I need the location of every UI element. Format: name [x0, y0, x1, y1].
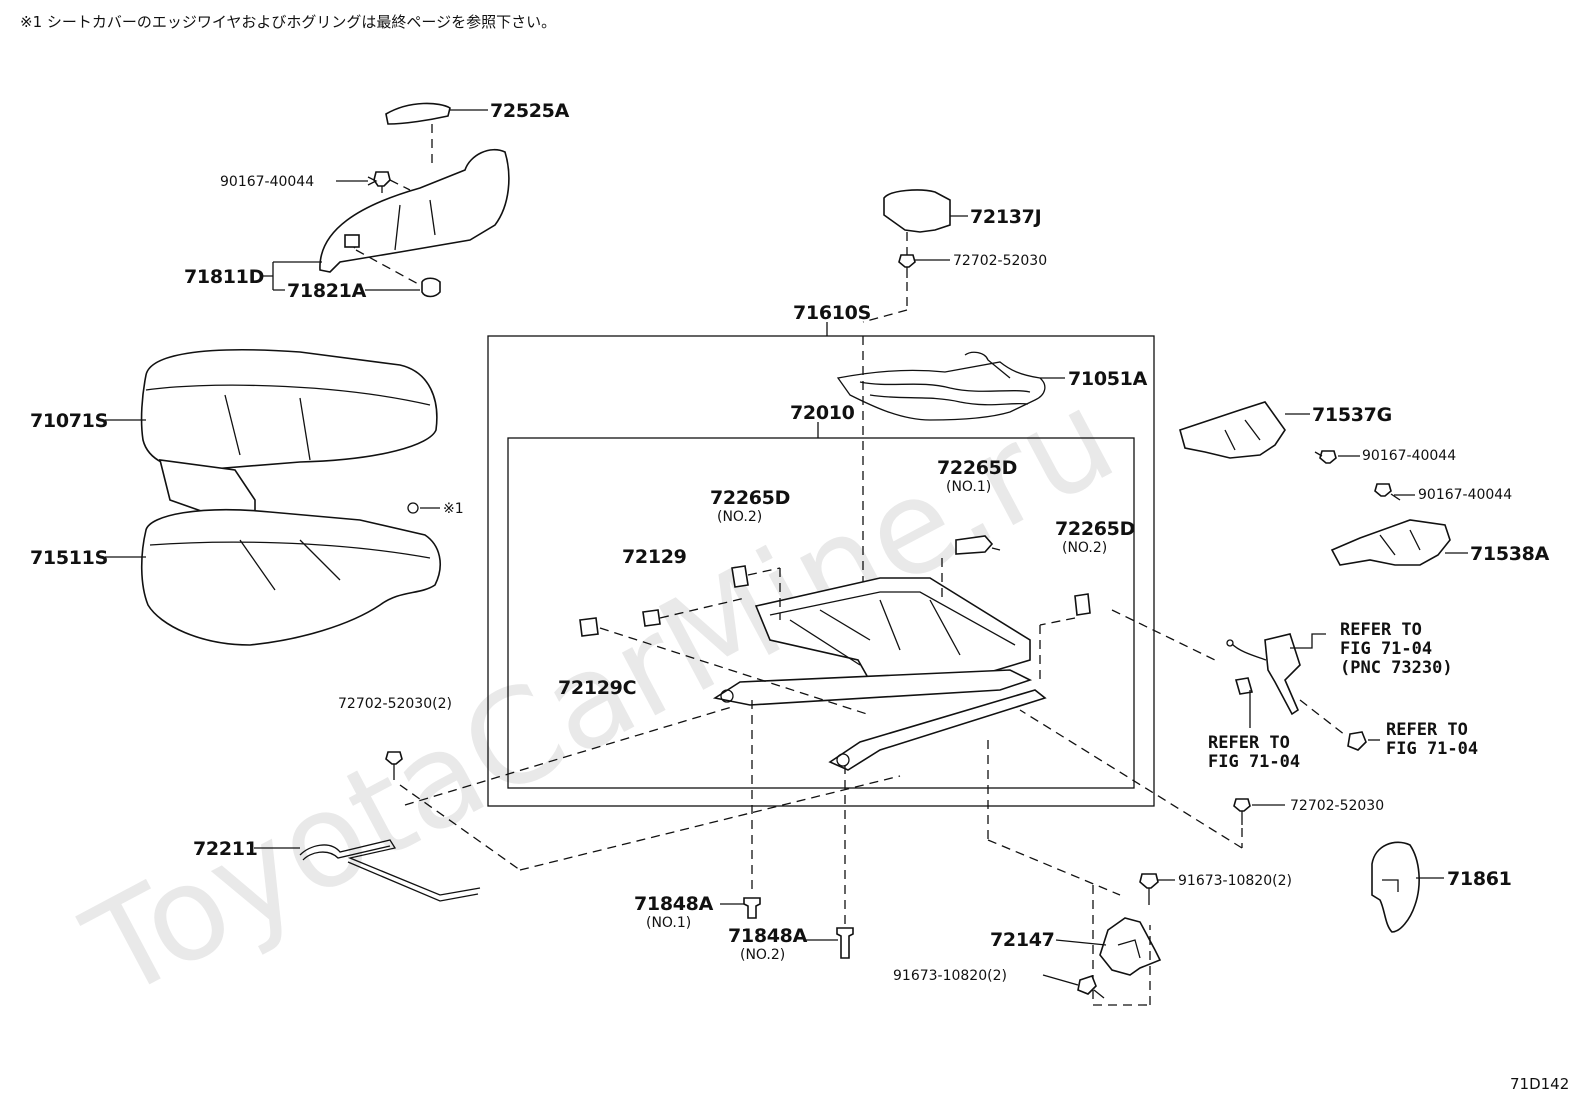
- marker-1-circle: [407, 502, 419, 514]
- clip-71821A: [421, 277, 441, 298]
- label-72265D-no2-left: 72265D: [710, 487, 790, 509]
- refer-1-line1: REFER TO: [1340, 620, 1422, 640]
- part-71537G-drawing: [1179, 401, 1286, 459]
- bolt-90167-c: [1374, 483, 1401, 501]
- part-72010-seat-frame: [712, 577, 1047, 771]
- label-marker-1: ※1: [443, 501, 464, 517]
- figure-code: 71D142: [1510, 1075, 1569, 1093]
- leader-lines: [105, 109, 1468, 986]
- part-72211-drawing: [299, 839, 481, 902]
- refer-3-line1: REFER TO: [1386, 720, 1468, 740]
- part-71861-drawing: [1371, 841, 1420, 933]
- label-90167-40044-a: 90167-40044: [220, 174, 314, 190]
- bolt-90167-b: [1314, 450, 1337, 464]
- label-72265D-no2-left-sub: (NO.2): [717, 509, 762, 525]
- label-72147: 72147: [990, 929, 1055, 951]
- bolt-90167-a: [373, 171, 411, 193]
- label-72265D-no2-right-sub: (NO.2): [1062, 540, 1107, 556]
- label-91673-10820-top: 91673-10820(2): [1178, 873, 1292, 889]
- part-72265D-no1-drawing: [941, 535, 1001, 600]
- part-71538A-drawing: [1330, 519, 1451, 566]
- part-72129-drawing: [642, 597, 746, 627]
- refer-2-line1: REFER TO: [1208, 733, 1290, 753]
- label-71537G: 71537G: [1312, 404, 1392, 426]
- nut-refer: [1347, 731, 1367, 751]
- label-71848A-no2: 71848A: [728, 925, 808, 947]
- label-72129C: 72129C: [558, 677, 636, 699]
- label-71848A-no1: 71848A: [634, 893, 714, 915]
- part-72265D-no2-right-drawing: [1039, 593, 1091, 680]
- part-71051A-drawing: [836, 351, 1046, 421]
- label-71610S: 71610S: [793, 302, 871, 324]
- label-71538A: 71538A: [1470, 543, 1550, 565]
- label-72137J: 72137J: [970, 206, 1041, 228]
- part-72147-drawing: [987, 740, 1162, 1006]
- refer-1-line3: (PNC 73230): [1340, 658, 1453, 678]
- label-72265D-no1-sub: (NO.1): [946, 479, 991, 495]
- label-71821A: 71821A: [287, 280, 367, 302]
- label-71848A-no2-sub: (NO.2): [740, 947, 785, 963]
- label-72702-52030-left: 72702-52030(2): [338, 696, 452, 712]
- bolt-91673-top: [1139, 873, 1159, 905]
- bolt-91673-bottom: [1077, 975, 1105, 999]
- label-72129: 72129: [622, 546, 687, 568]
- part-72265D-no2-left-drawing: [731, 565, 781, 620]
- label-90167-40044-b: 90167-40044: [1362, 448, 1456, 464]
- label-72265D-no1: 72265D: [937, 457, 1017, 479]
- part-72137J-drawing: [883, 189, 951, 255]
- label-71511S: 71511S: [30, 547, 108, 569]
- label-71811D: 71811D: [184, 266, 264, 288]
- label-71861: 71861: [1447, 868, 1512, 890]
- bolt-72702-top: [862, 254, 916, 600]
- label-72702-52030-top: 72702-52030: [953, 253, 1047, 269]
- part-72525A-drawing: [385, 102, 451, 168]
- header-note: ※1 シートカバーのエッジワイヤおよびホグリングは最終ページを参照下さい。: [20, 13, 556, 31]
- assembly-box-71610S: [487, 335, 1155, 807]
- part-71511S-drawing: [140, 508, 441, 646]
- refer-1-line2: FIG 71-04: [1340, 639, 1432, 659]
- label-72010: 72010: [790, 402, 855, 424]
- bolt-72702-right: [1019, 709, 1251, 849]
- assembly-box-72010: [507, 437, 1135, 789]
- labels: 72525A 90167-40044 71811D 71821A 72137J …: [30, 100, 1569, 1093]
- label-90167-40044-c: 90167-40044: [1418, 487, 1512, 503]
- refer-2-line2: FIG 71-04: [1208, 752, 1300, 772]
- refer-3-line2: FIG 71-04: [1386, 739, 1478, 759]
- part-71848A-no1-drawing: [743, 700, 761, 919]
- label-71071S: 71071S: [30, 410, 108, 432]
- label-72525A: 72525A: [490, 100, 570, 122]
- label-91673-10820-bottom: 91673-10820(2): [893, 968, 1007, 984]
- part-71848A-no2-drawing: [836, 765, 854, 959]
- label-72211: 72211: [193, 838, 258, 860]
- part-seat-belt-buckle: [1111, 609, 1346, 736]
- label-72265D-no2-right: 72265D: [1055, 518, 1135, 540]
- part-71811D-drawing: [319, 148, 510, 286]
- bolt-72702-left: [385, 705, 901, 871]
- label-72702-52030-right: 72702-52030: [1290, 798, 1384, 814]
- part-71071S-drawing: [140, 348, 438, 532]
- label-71051A: 71051A: [1068, 368, 1148, 390]
- label-71848A-no1-sub: (NO.1): [646, 915, 691, 931]
- part-72129C-drawing: [579, 617, 871, 716]
